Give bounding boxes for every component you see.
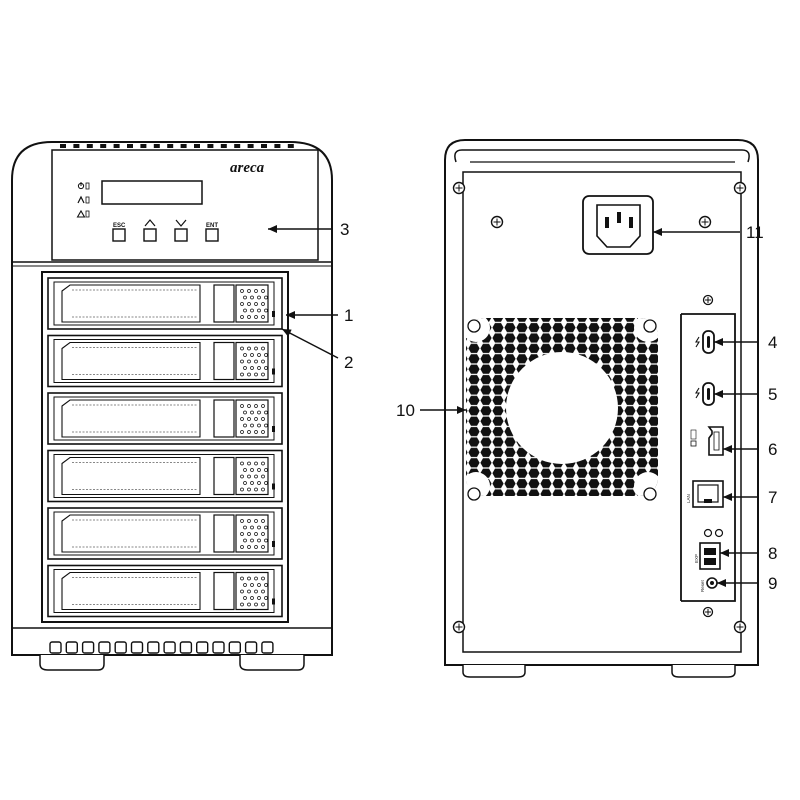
rear-screws [452,181,747,634]
callouts: 1 2 3 4 5 6 7 8 [268,220,777,593]
warning-icon [76,209,90,218]
up-arrow-icon [144,219,156,227]
callout-8: 8 [720,544,777,563]
callout-10: 10 [396,401,466,420]
fan-grille [466,318,658,501]
callout-2: 2 [281,328,353,372]
drive-tray[interactable] [47,334,283,388]
svg-text:10: 10 [396,401,415,420]
drive-tray[interactable] [47,277,283,330]
brand-logo: areca [230,160,265,176]
callout-1: 1 [286,306,353,325]
esc-button-label: ESC [113,223,126,229]
callout-3: 3 [268,220,349,239]
top-vent-slots [60,144,294,148]
reset-button: Reset [700,577,718,592]
esc-button[interactable]: ESC [112,223,126,242]
rear-foot-left [462,665,526,678]
drive-cage [41,271,289,623]
expansion-label: EXP [694,554,699,563]
callout-6: 6 [723,440,777,459]
power-inlet [582,195,654,255]
front-foot-left [39,655,105,671]
drive-tray[interactable] [47,507,283,560]
svg-text:11: 11 [746,223,764,242]
callout-7: 7 [723,488,777,507]
svg-text:8: 8 [768,544,777,563]
front-view: areca ESC ENT [11,141,333,671]
thunderbolt-icon [695,336,700,348]
front-foot-right [239,655,305,671]
callout-4: 4 [714,333,777,352]
svg-text:5: 5 [768,385,777,404]
front-control-panel [51,149,319,261]
down-button[interactable] [174,219,188,242]
lcd-display [101,180,203,205]
expansion-port: EXP [694,542,721,570]
ethernet-port: LAN [686,480,724,508]
drive-tray[interactable] [47,449,283,503]
ethernet-label: LAN [686,494,691,503]
callout-11: 11 [653,223,764,242]
io-plate [680,294,736,618]
power-icon [77,182,90,190]
svg-text:6: 6 [768,440,777,459]
enter-button-label: ENT [206,223,218,229]
thunderbolt-icon [695,387,700,399]
status-leds [703,528,724,538]
enter-button[interactable]: ENT [205,223,219,242]
base-vent-slots [49,641,274,654]
svg-text:7: 7 [768,488,777,507]
up-button[interactable] [143,219,157,242]
activity-icon [77,195,90,204]
rear-foot-right [671,665,736,678]
svg-text:2: 2 [344,353,353,372]
callout-5: 5 [714,385,777,404]
rear-top-rail [454,149,750,163]
reset-label: Reset [700,579,705,592]
drive-trays [47,277,283,618]
svg-text:3: 3 [340,220,349,239]
svg-text:4: 4 [768,333,777,352]
drive-tray[interactable] [47,392,283,445]
displayport-port [690,426,724,456]
callout-9: 9 [717,574,777,593]
svg-text:1: 1 [344,306,353,325]
displayport-icon [690,440,697,447]
down-arrow-icon [175,219,187,227]
rear-view: LAN EXP Reset [444,139,759,678]
svg-text:9: 9 [768,574,777,593]
drive-tray[interactable] [47,564,283,618]
